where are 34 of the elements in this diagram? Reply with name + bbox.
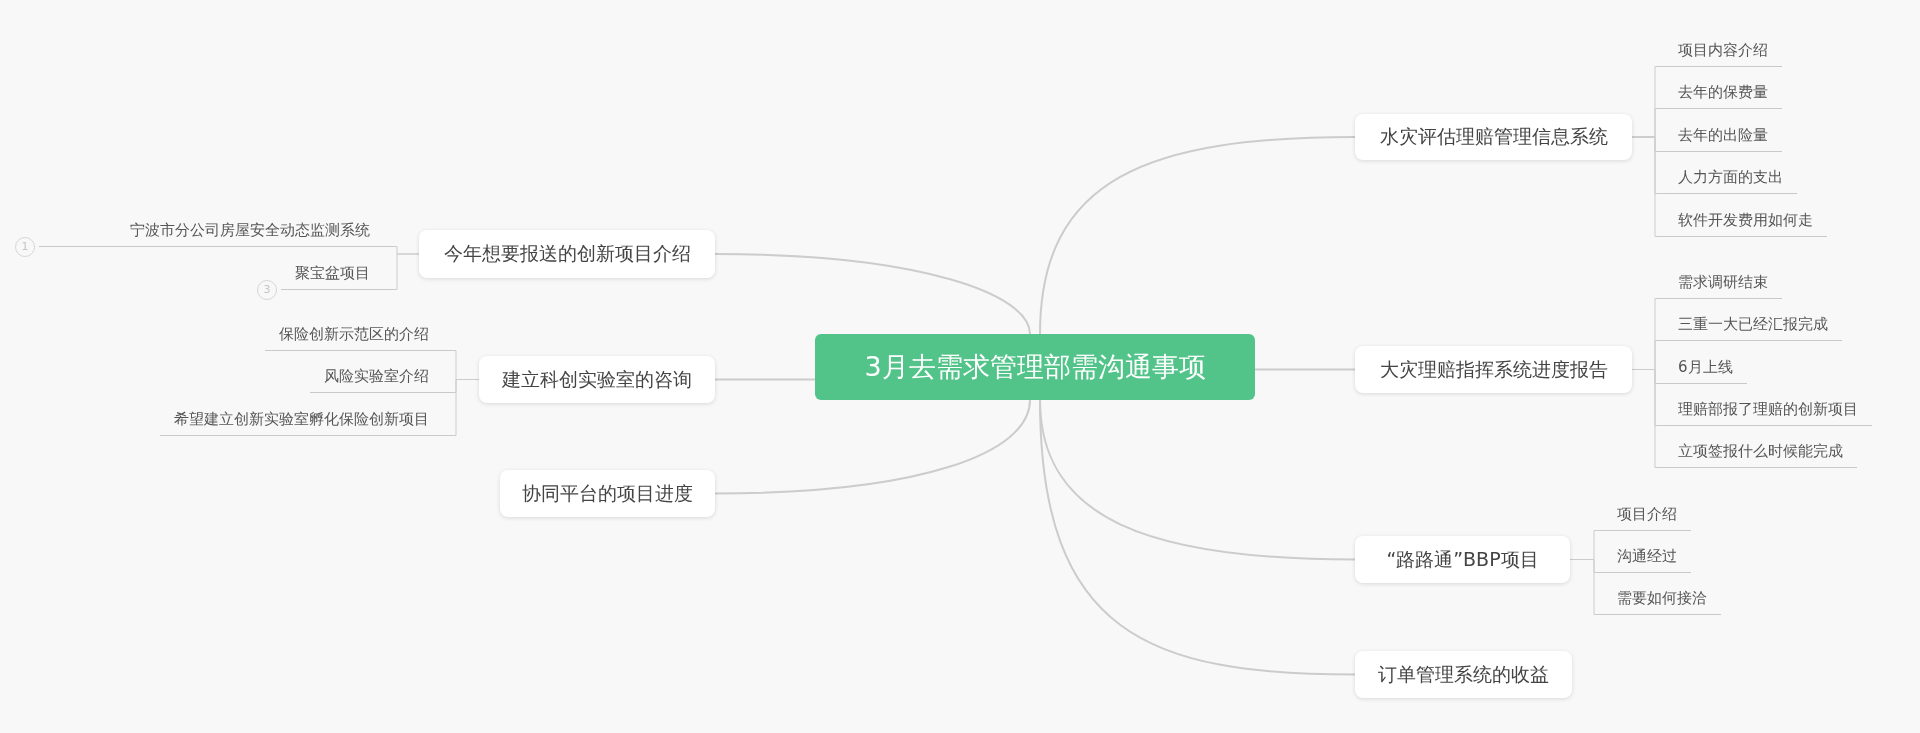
topic-box: 订单管理系统的收益 <box>1355 651 1572 698</box>
subtopic: 希望建立创新实验室孵化保险创新项目 <box>160 406 451 436</box>
subtopic: 人力方面的支出 <box>1660 164 1797 194</box>
branch-connector <box>1631 369 1661 468</box>
curved-connector <box>714 378 816 381</box>
curved-connector <box>1254 368 1356 371</box>
subtopic: 保险创新示范区的介绍 <box>265 321 451 351</box>
central-topic: 3月去需求管理部需沟通事项 <box>815 334 1255 400</box>
curved-connector <box>714 253 1031 335</box>
topic-box: “路路通”BBP项目 <box>1355 536 1570 583</box>
topic-box: 协同平台的项目进度 <box>500 470 715 517</box>
subtopic: 项目介绍 <box>1599 501 1691 531</box>
subtopic: 三重一大已经汇报完成 <box>1660 311 1842 341</box>
subtopic: 6月上线 <box>1660 354 1747 384</box>
subtopic: 理赔部报了理赔的创新项目 <box>1660 396 1872 426</box>
subtopic: 去年的保费量 <box>1660 79 1782 109</box>
subtopic: 去年的出险量 <box>1660 122 1782 152</box>
subtopic: 聚宝盆项目 <box>281 260 392 290</box>
subtopic: 沟通经过 <box>1599 543 1691 573</box>
topic-box: 水灾评估理赔管理信息系统 <box>1355 114 1632 160</box>
topic-box: 建立科创实验室的咨询 <box>479 356 715 403</box>
subtopic: 需要如何接洽 <box>1599 585 1721 615</box>
subtopic: 软件开发费用如何走 <box>1660 207 1827 237</box>
branch-connector <box>1631 136 1661 237</box>
subtopic: 宁波市分公司房屋安全动态监测系统 <box>39 217 392 247</box>
subtopic: 项目内容介绍 <box>1660 37 1782 67</box>
subtopic: 风险实验室介绍 <box>310 363 451 393</box>
topic-box: 今年想要报送的创新项目介绍 <box>419 230 715 278</box>
topic-box: 大灾理赔指挥系统进度报告 <box>1355 346 1632 393</box>
subtopic: 立项签报什么时候能完成 <box>1660 438 1857 468</box>
branch-connector <box>391 253 420 290</box>
subtopic: 需求调研结束 <box>1660 269 1782 299</box>
curved-connector <box>1039 136 1356 335</box>
curved-connector <box>714 399 1031 495</box>
